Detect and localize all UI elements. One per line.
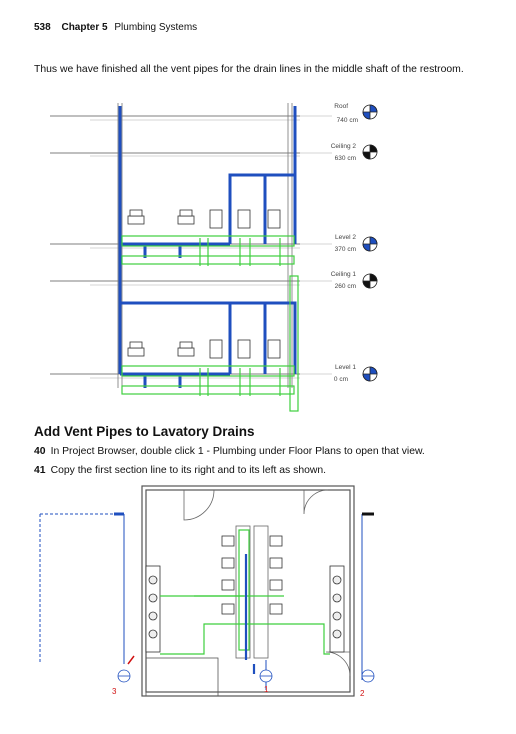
level-elevation: 740 cm [337,117,358,124]
level-name: Ceiling 1 [331,271,357,278]
level-elevation: 260 cm [335,283,356,290]
level-ceiling-1: Ceiling 1 260 cm [331,271,357,290]
step-text: In Project Browser, double click 1 - Plu… [50,446,425,457]
level-roof: Roof 740 cm [334,103,358,124]
step-number: 40 [34,446,46,457]
level-ceiling-2: Ceiling 2 630 cm [331,143,357,162]
chapter-label: Chapter 5 [61,22,108,33]
section-tag-3: 3 [112,687,117,696]
level-2: Level 2 370 cm [335,234,357,253]
level-name: Level 2 [335,234,356,241]
intro-paragraph: Thus we have finished all the vent pipes… [34,64,464,75]
plan-view-drawing: 3 1 2 [39,485,375,698]
page-header: 538 Chapter 5 Plumbing Systems [34,22,197,33]
level-name: Ceiling 2 [331,143,357,150]
level-elevation: 0 cm [334,376,348,383]
step-41: 41 Copy the first section line to its rig… [34,465,326,476]
section-view-figure: Roof 740 cm Ceiling 2 630 cm Level 2 370… [50,98,395,416]
level-elevation: 370 cm [335,246,356,253]
level-1: Level 1 0 cm [334,364,356,383]
chapter-title: Plumbing Systems [114,22,198,33]
level-name: Roof [334,103,348,110]
page-number: 538 [34,22,51,33]
section-tag-1: 1 [264,685,269,694]
section-view-drawing: Roof 740 cm Ceiling 2 630 cm Level 2 370… [50,103,378,412]
section-heading: Add Vent Pipes to Lavatory Drains [34,424,255,439]
section-tag-2: 2 [360,689,365,698]
step-number: 41 [34,465,46,476]
step-40: 40 In Project Browser, double click 1 - P… [34,446,425,457]
level-elevation: 630 cm [335,155,356,162]
plan-view-figure: 3 1 2 [34,484,394,710]
step-text: Copy the first section line to its right… [50,465,327,476]
level-name: Level 1 [335,364,356,371]
